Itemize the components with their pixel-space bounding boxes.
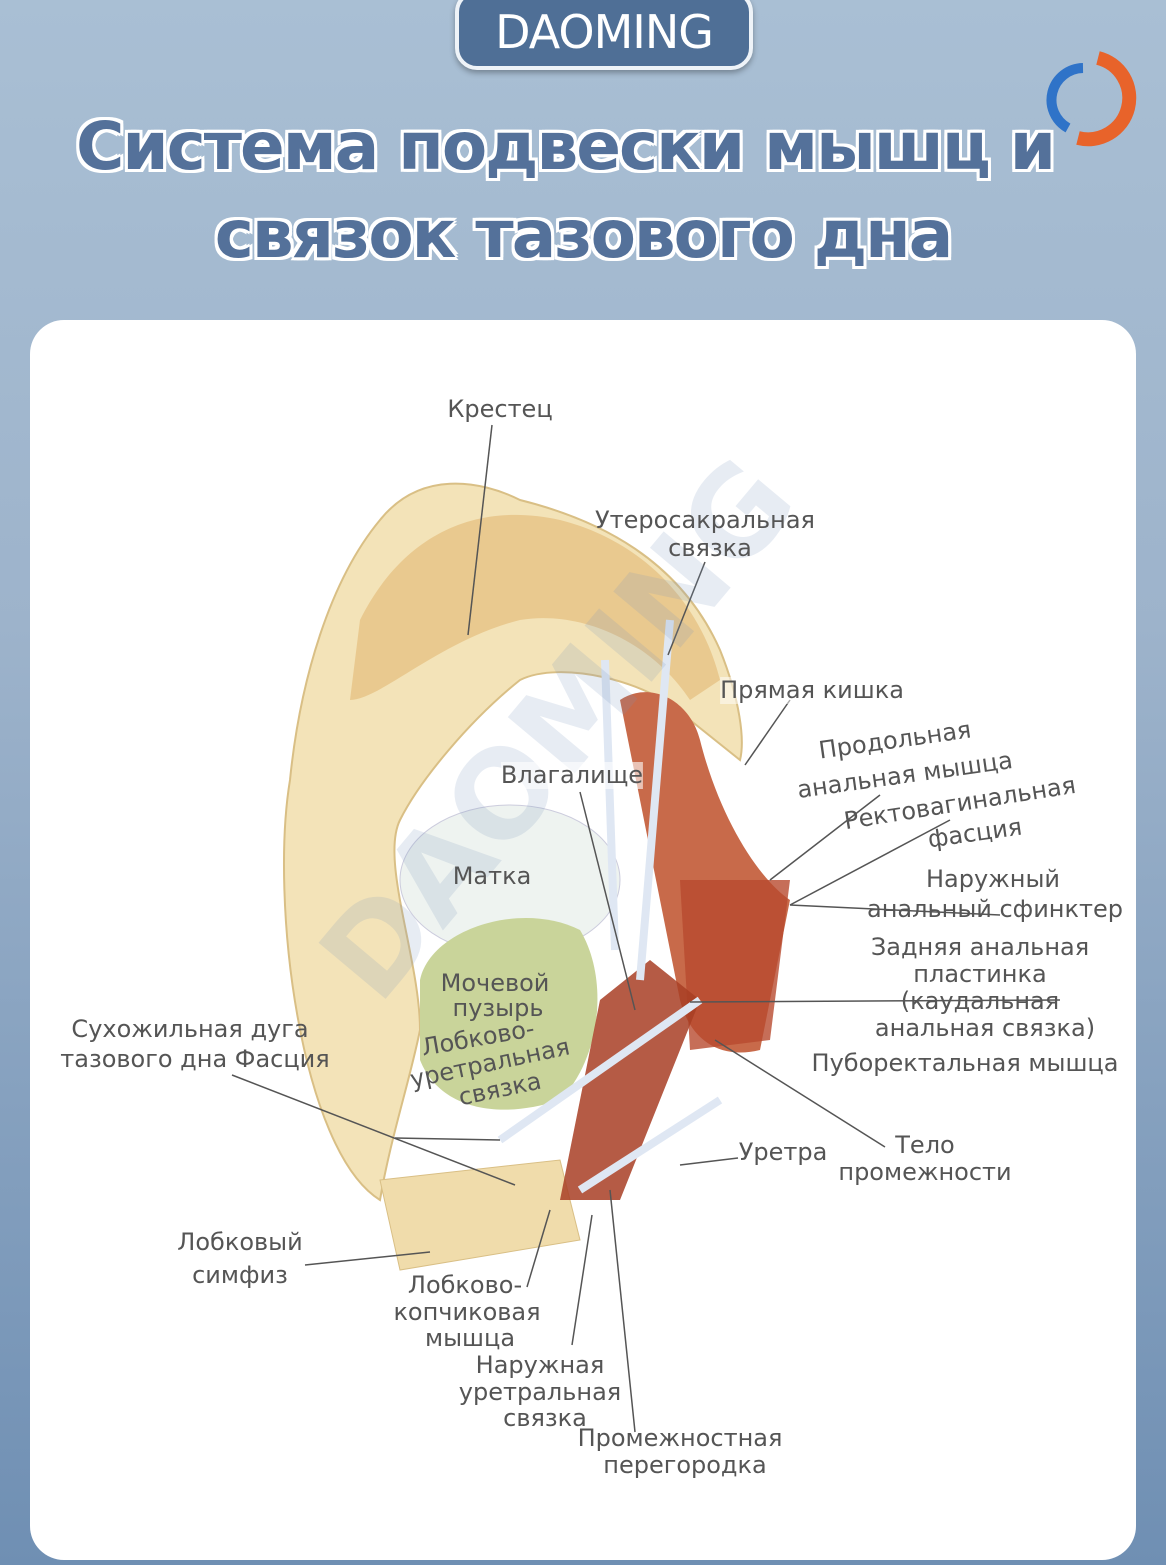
label-tendinous-arch-2: тазового дна Фасция [60,1045,330,1073]
label-sphincter-1: Наружный [925,865,1061,893]
label-anal-plate-1: Задняя анальная [870,933,1090,961]
label-ext-urethral-2: уретральная [458,1378,622,1406]
bladder-shape [420,918,598,1110]
label-uterosacral-2: связка [668,534,752,562]
title-line-2: связок тазового дна [214,196,954,273]
label-perineal-body-1: Тело [895,1131,955,1159]
label-puborectalis: Пуборектальная мышца [811,1049,1119,1077]
logo-icon [1046,51,1137,147]
sphincter-shape [680,880,790,1050]
ligament-bands [497,619,723,1194]
label-ext-urethral-1: Наружная [475,1351,605,1379]
label-bladder-1: Мочевой [440,969,550,997]
label-urethra: Уретра [738,1138,828,1166]
label-perineal-septum-2: перегородка [603,1451,767,1479]
brand-badge: DAOMING [455,0,753,70]
label-tendinous-arch-1: Сухожильная дуга [71,1015,309,1043]
label-perineal-body-2: промежности [838,1158,1012,1186]
label-pubococcygeus-3: мышца [424,1324,516,1352]
label-vagina: Влагалище [500,761,644,789]
label-pubococcygeus-1: Лобково- [407,1271,523,1299]
title-line-1: Система подвески мышц и [75,108,1056,185]
label-anal-plate-2: пластинка [913,960,1047,988]
label-symphysis-1: Лобковый [177,1228,303,1256]
label-sacrum: Крестец [447,395,553,423]
label-anal-plate-3: (каудальная [900,987,1060,1015]
label-uterosacral-1: Утеросакральная [595,506,815,534]
label-uterus: Матка [452,862,532,890]
label-symphysis-2: симфиз [192,1261,288,1289]
label-bladder-2: пузырь [452,994,544,1022]
leader-lines [231,424,1061,1433]
label-sphincter-2: анальный сфинктер [867,895,1123,923]
label-rectum: Прямая кишка [720,676,904,704]
label-pubococcygeus-2: копчиковая [393,1298,541,1326]
label-ext-urethral-3: связка [503,1404,587,1432]
label-perineal-septum-1: Промежностная [577,1424,783,1452]
pelvic-bone [283,482,743,1271]
label-anal-plate-4: анальная связка) [874,1014,1096,1042]
